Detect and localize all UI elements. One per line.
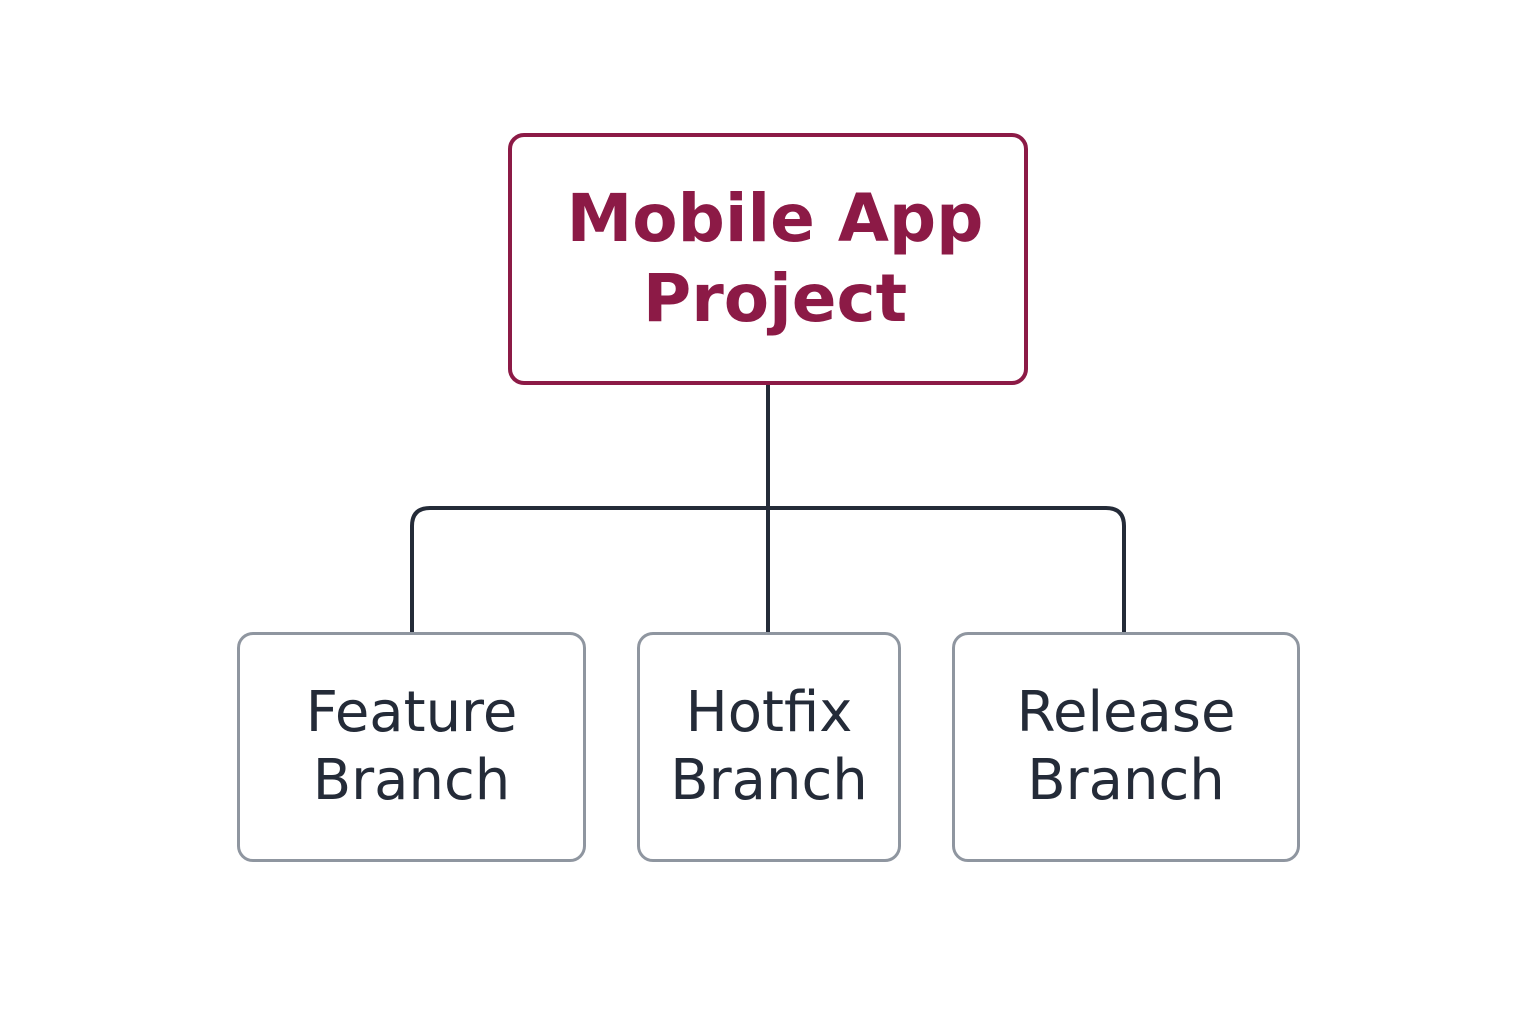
edge-root-to-feature — [410, 385, 770, 632]
release-node-label-line-2: Branch — [1027, 748, 1225, 813]
feature-node-label-line-2: Branch — [312, 748, 511, 813]
root-node-label-line-2: Project — [642, 260, 908, 337]
child-node-feature-branch: Feature Branch — [237, 632, 586, 862]
root-node-label-line-1: Mobile App — [566, 180, 984, 257]
hotfix-node-label-line-2: Branch — [670, 748, 868, 813]
child-node-release-branch: Release Branch — [952, 632, 1300, 862]
root-node-mobile-app-project: Mobile App Project — [508, 133, 1028, 385]
edge-root-to-release — [768, 506, 1126, 632]
feature-node-label-line-1: Feature — [305, 680, 518, 745]
release-node-label-line-1: Release — [1016, 680, 1236, 745]
root-node-label: Mobile App Project — [567, 179, 984, 339]
child-node-hotfix-branch: Hotfix Branch — [637, 632, 901, 862]
hotfix-node-label-line-1: Hotfix — [685, 680, 853, 745]
